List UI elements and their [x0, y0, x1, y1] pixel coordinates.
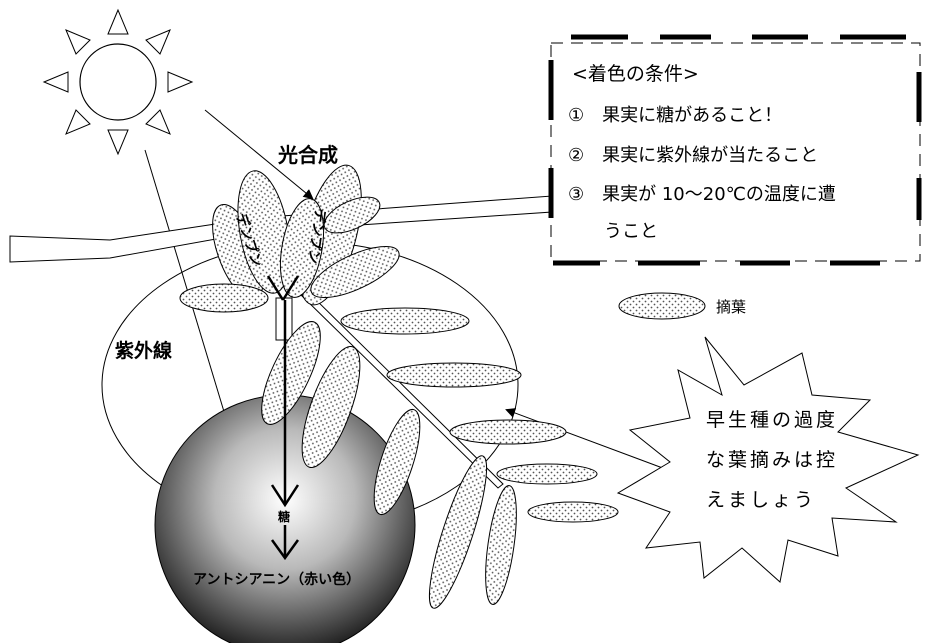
leaf [428, 455, 488, 609]
leaf [261, 321, 321, 425]
legend-leaf-icon [618, 292, 706, 320]
sugar-arrowhead-1 [270, 484, 300, 508]
starch-flow-line-right [281, 275, 300, 301]
ultraviolet-label: 紫外線 [115, 339, 172, 362]
conditions-box: <着色の条件> ① 果実に糖があること！ ② 果実に紫外線が当たること ③ 果実… [548, 34, 922, 266]
sun-icon [42, 8, 194, 156]
leaf [340, 307, 470, 335]
leaf [179, 283, 269, 313]
conditions-box-border [550, 42, 921, 262]
warning-line: えましょう [706, 489, 816, 511]
condition-item: ① 果実に糖があること！ [568, 105, 782, 126]
starch-flow-line-left [266, 275, 285, 301]
leaf [310, 246, 400, 298]
sugar-label: 糖 [278, 509, 290, 524]
warning-line: 早生種の過度 [706, 409, 838, 431]
leaf [496, 463, 598, 485]
legend-label: 摘葉 [716, 298, 746, 316]
sunlight-arrow-to-leaf [204, 109, 314, 200]
leaf [485, 485, 517, 605]
condition-item: ③ 果実が 10～20℃の温度に遭 [568, 184, 836, 205]
leaf [301, 345, 361, 469]
starburst-shape [616, 336, 920, 583]
anthocyanin-arrowhead [270, 539, 300, 561]
leaf [279, 198, 325, 298]
leaf [386, 362, 522, 388]
anthocyanin-label: アントシアニン（赤い色） [193, 571, 360, 588]
leaf [527, 501, 619, 523]
leaf-cluster [179, 164, 706, 609]
warning-pointer-arrow [505, 408, 669, 471]
condition-item: ② 果実に紫外線が当たること [568, 145, 818, 166]
condition-item: うこと [568, 221, 658, 242]
conditions-title: <着色の条件> [572, 63, 699, 85]
warning-line: な葉摘みは控 [706, 449, 838, 471]
leaf [449, 419, 567, 445]
warning-starburst: 早生種の過度 な葉摘みは控 えましょう [616, 336, 920, 583]
leaf [373, 408, 421, 516]
leaf [323, 196, 381, 234]
photosynthesis-label: 光合成 [277, 143, 338, 167]
